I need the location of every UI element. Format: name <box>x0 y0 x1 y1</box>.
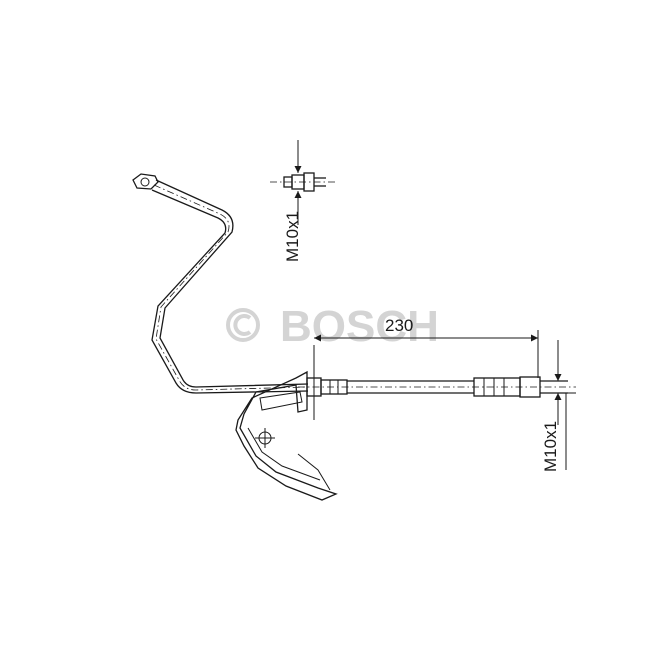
top-fitting-hex <box>303 172 315 192</box>
line-centerline <box>153 184 309 391</box>
bracket-outline <box>235 370 338 501</box>
line-wall-upper <box>155 179 309 388</box>
top-fitting-detail: M10x1 <box>270 140 338 262</box>
length-label: 230 <box>385 316 413 335</box>
mounting-bracket <box>235 370 338 501</box>
right-thread-label: M10x1 <box>541 421 560 472</box>
length-dimension: 230 <box>313 316 539 420</box>
line-wall-lower <box>151 189 309 394</box>
bracket-inner-edge <box>247 427 321 481</box>
flexible-hose <box>298 376 576 398</box>
watermark-brand: BOSCH <box>280 302 439 351</box>
top-thread-label: M10x1 <box>283 211 302 262</box>
copyright-c <box>233 314 252 336</box>
metal-brake-line <box>132 173 309 394</box>
right-thread-dimension: M10x1 <box>540 340 576 472</box>
copyright-circle <box>226 308 260 342</box>
bosch-watermark: BOSCH <box>226 302 439 351</box>
bracket-slot <box>259 391 303 411</box>
line-end-fitting <box>132 173 159 190</box>
bracket-tab-edge <box>297 453 331 491</box>
line-end-eye <box>140 177 150 187</box>
